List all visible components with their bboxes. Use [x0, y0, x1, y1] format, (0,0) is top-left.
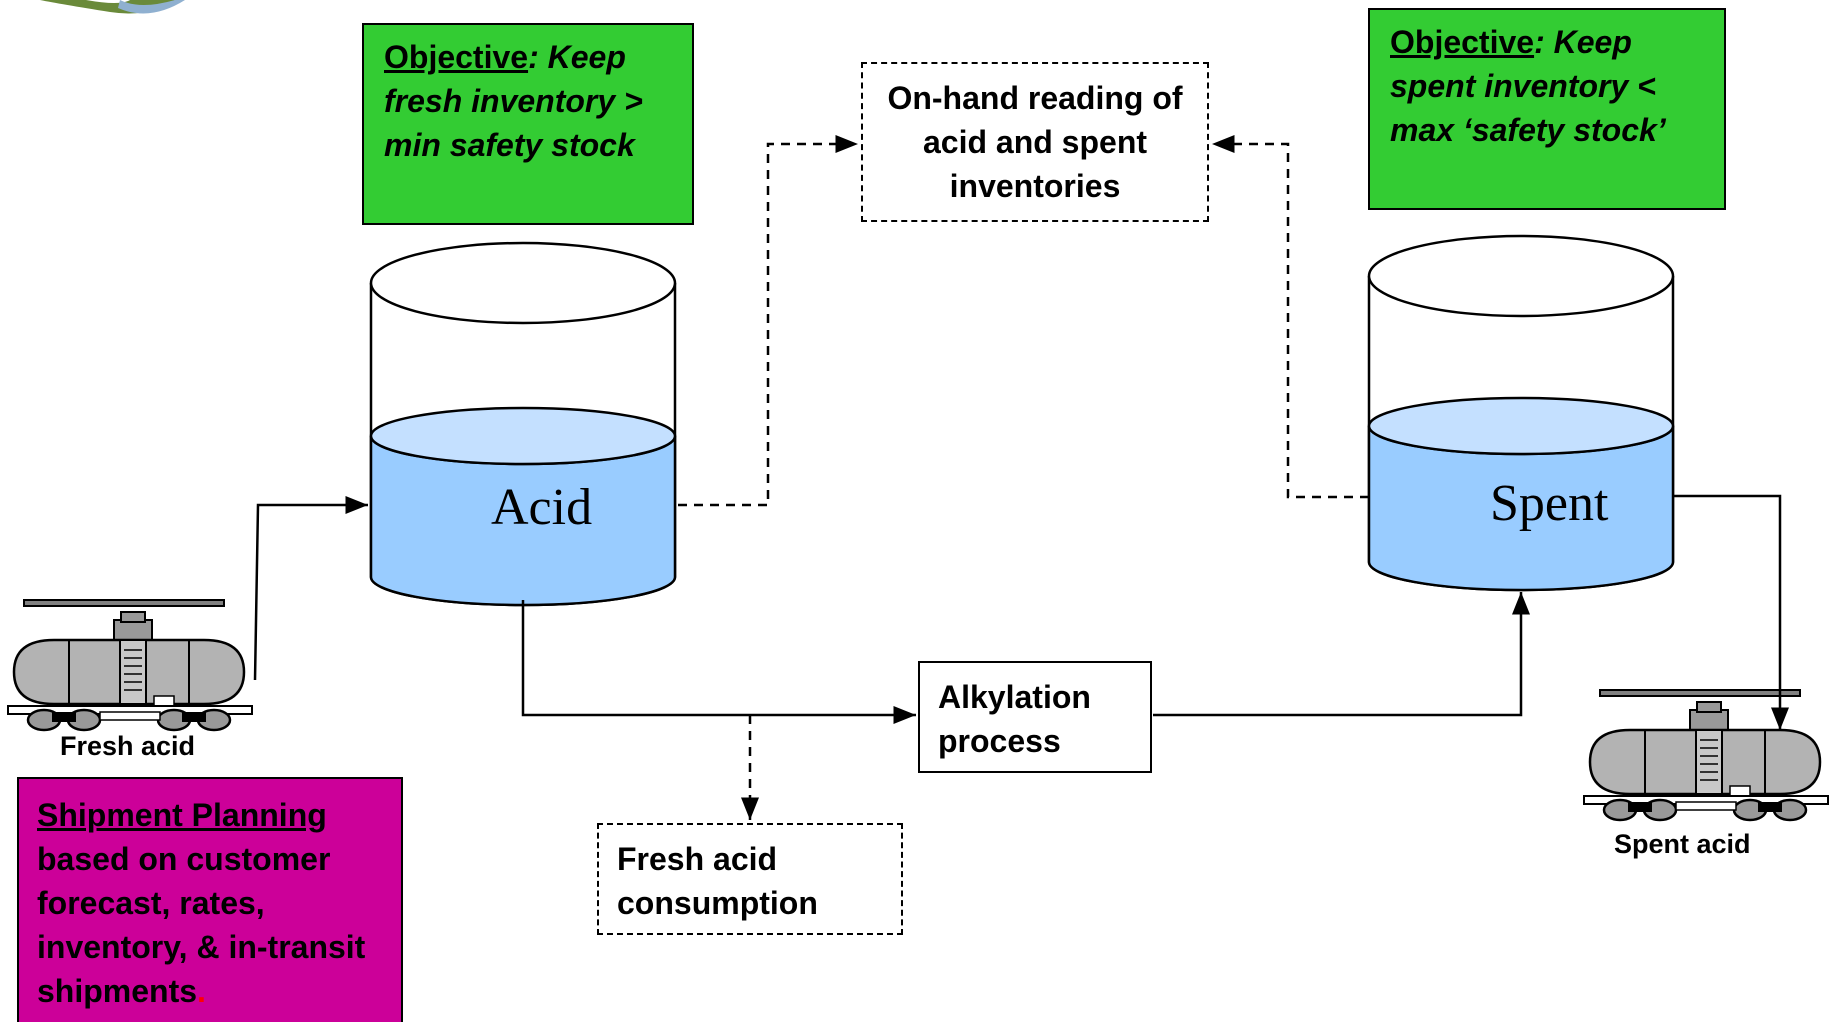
shipment-planning-box: Shipment Planning based on customer fore…: [17, 777, 403, 1022]
acid-tank-label: Acid: [491, 479, 593, 536]
fresh-acid-car-label: Fresh acid: [60, 731, 196, 761]
fresh-acid-consumption-box: Fresh acid consumption: [597, 823, 903, 935]
objective-fresh-heading: Objective: [384, 39, 529, 75]
spent-acid-car-label: Spent acid: [1614, 829, 1751, 859]
shipment-planning-text: based on customer forecast, rates, inven…: [37, 841, 366, 1009]
alkylation-process-text: Alkylation process: [938, 679, 1091, 759]
alkylation-process-box: Alkylation process: [918, 661, 1152, 773]
onhand-reading-box: On-hand reading of acid and spent invent…: [861, 62, 1209, 222]
spent-tank: [1367, 234, 1675, 592]
solid-connectors: [253, 494, 1789, 730]
objective-spent-box: Objective: Keep spent inventory < max ‘s…: [1368, 8, 1726, 210]
objective-fresh-text: : Keep fresh inventory > min safety stoc…: [384, 39, 643, 163]
objective-spent-heading: Objective: [1390, 24, 1535, 60]
objective-spent-text: : Keep spent inventory < max ‘safety sto…: [1390, 24, 1666, 148]
shipment-planning-heading: Shipment Planning: [37, 797, 327, 833]
fresh-acid-consumption-text: Fresh acid consumption: [617, 841, 818, 921]
fresh-acid-railcar: [6, 598, 254, 732]
spent-acid-railcar: [1582, 688, 1830, 822]
dashed-connectors: [678, 135, 1369, 820]
spent-tank-label: Spent: [1490, 475, 1609, 532]
acid-tank: [369, 241, 677, 607]
objective-fresh-box: Objective: Keep fresh inventory > min sa…: [362, 23, 694, 225]
shipment-planning-end: .: [197, 973, 206, 1009]
onhand-reading-text: On-hand reading of acid and spent invent…: [887, 80, 1183, 204]
